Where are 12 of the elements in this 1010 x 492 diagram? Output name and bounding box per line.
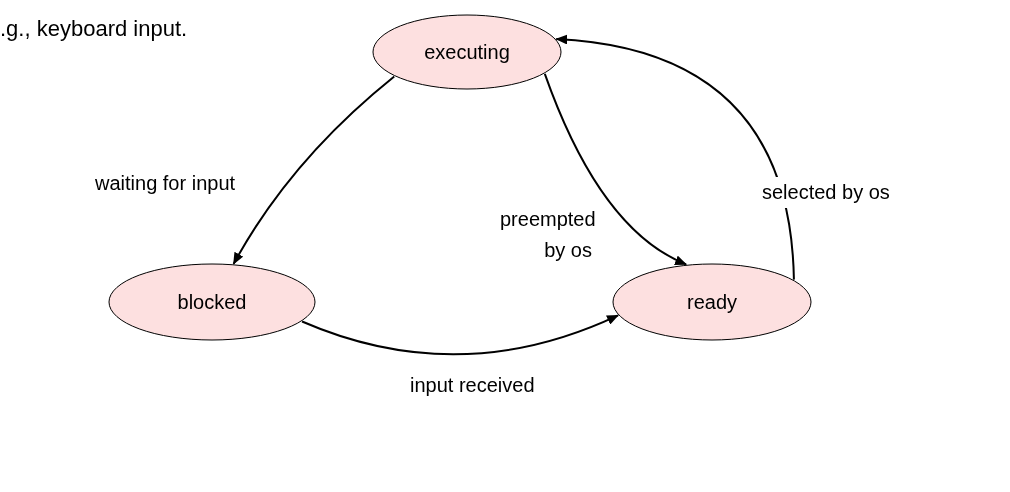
edge-label: selected by os [762,177,890,208]
arrow [232,75,396,265]
state-name: blocked [177,290,247,315]
state-ellipse [108,263,316,341]
state-name: executing [424,40,510,65]
arrow [543,72,688,266]
state-name: ready [687,290,737,315]
arrow [555,35,795,281]
note-text: .g., keyboard input. [0,15,188,43]
state-ellipse [372,14,562,90]
arrow [301,314,620,356]
state-ellipse [612,263,812,341]
